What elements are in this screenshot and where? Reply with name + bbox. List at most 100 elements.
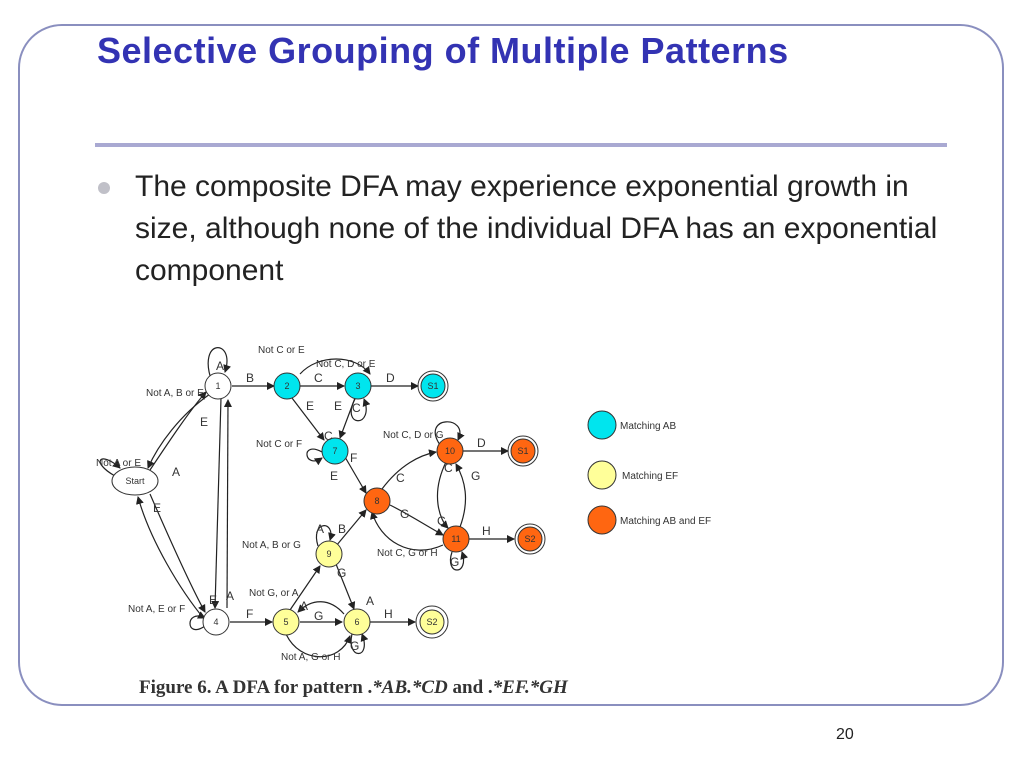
slide-frame <box>18 24 1004 706</box>
sym-a-start: A <box>172 465 180 479</box>
sym-d-10-s1: D <box>477 436 486 450</box>
state-10 <box>436 437 464 465</box>
edge-start-self <box>99 458 121 477</box>
sym-g-9-6: G <box>337 566 346 580</box>
sym-h-11-s2: H <box>482 524 491 538</box>
sym-a-9: A <box>316 522 324 536</box>
state-s2a-outer <box>514 523 546 555</box>
state-5 <box>272 608 300 636</box>
sym-g-6-self: G <box>350 639 359 653</box>
state-label-10: 10 <box>445 446 455 456</box>
state-label-4: 4 <box>213 617 218 627</box>
slide-title: Selective Grouping of Multiple Patterns <box>97 30 789 71</box>
legend-swatch-ab <box>587 410 617 440</box>
state-2 <box>273 372 301 400</box>
state-label-s2a: S2 <box>524 534 535 544</box>
edge-8-10 <box>381 449 437 490</box>
state-label-9: 9 <box>326 549 331 559</box>
state-s1a <box>420 373 446 399</box>
sym-a-5-9: A <box>300 599 308 613</box>
sym-e-start: E <box>153 501 161 515</box>
label-not-a-b-or-e: Not A, B or E <box>146 388 204 399</box>
edge-1-self <box>207 347 231 383</box>
state-label-11: 11 <box>451 534 460 544</box>
legend-label-ab: Matching AB <box>620 421 676 432</box>
edge-3-7 <box>338 397 356 439</box>
sym-e-1-4: E <box>200 415 208 429</box>
state-label-1: 1 <box>215 381 220 391</box>
caption-pattern-1: *AB.*CD <box>372 677 448 698</box>
sym-c-7: C <box>324 429 333 443</box>
caption-prefix: Figure 6. A DFA for pattern . <box>139 677 372 698</box>
label-not-c-or-f: Not C or F <box>256 439 302 450</box>
state-3 <box>344 372 372 400</box>
state-s2b-outer <box>415 605 449 639</box>
label-not-a-e-or-f: Not A, E or F <box>128 604 185 615</box>
legend: Matching AB Matching EF Matching AB and … <box>587 410 711 535</box>
edge-11-10 <box>455 463 467 528</box>
dfa-edges <box>99 347 515 658</box>
sym-a-4: A <box>226 589 234 603</box>
label-not-c-g-or-h: Not C, G or H <box>377 548 438 559</box>
dfa-states <box>111 370 546 639</box>
sym-c-11: C <box>437 514 446 528</box>
bullet-icon <box>98 182 110 194</box>
page-number: 20 <box>836 726 854 743</box>
sym-d-3-s1: D <box>386 371 395 385</box>
figure-caption: Figure 6. A DFA for pattern .*AB.*CD and… <box>139 677 569 698</box>
state-8 <box>363 487 391 515</box>
state-label-s1a: S1 <box>427 381 438 391</box>
edge-2-7 <box>291 397 325 441</box>
sym-h-6-s2: H <box>384 607 393 621</box>
state-label-2: 2 <box>284 381 289 391</box>
sym-a-6: A <box>366 594 374 608</box>
sym-c-3-self: C <box>352 401 361 415</box>
sym-c-8-10: C <box>396 471 405 485</box>
edge-8-11 <box>389 504 444 536</box>
state-start <box>111 466 159 496</box>
edge-1-4 <box>211 397 222 609</box>
edge-start-1 <box>149 391 207 471</box>
legend-swatch-abef <box>587 505 617 535</box>
edge-4-1 <box>223 399 232 609</box>
edge-9-self <box>315 525 336 547</box>
label-not-c-or-e: Not C or E <box>258 345 305 356</box>
edge-9-6 <box>335 563 356 610</box>
sym-g-11-self: G <box>450 555 459 569</box>
label-not-a-b-or-g: Not A, B or G <box>242 540 301 551</box>
edge-11-8 <box>370 511 444 551</box>
state-s1a-outer <box>417 370 449 402</box>
state-s1b <box>510 438 536 464</box>
legend-label-ef: Matching EF <box>622 471 678 482</box>
edge-7-self <box>306 448 323 466</box>
sym-e-4: E <box>209 593 217 607</box>
edge-start-4 <box>149 493 206 613</box>
label-not-a-or-e: Not A or E <box>96 458 141 469</box>
caption-mid: and . <box>448 677 493 698</box>
state-label-8: 8 <box>374 496 379 506</box>
sym-c-2-3: C <box>314 371 323 385</box>
edge-6-5 <box>297 601 345 615</box>
label-not-c-d-or-g: Not C, D or G <box>383 430 444 441</box>
label-not-a-g-or-h: Not A, G or H <box>281 652 340 663</box>
bullet-text: The composite DFA may experience exponen… <box>135 170 938 287</box>
sym-f-4-5: F <box>246 607 253 621</box>
state-6 <box>343 608 371 636</box>
sym-g-10-11: G <box>471 469 480 483</box>
sym-b-9-8: B <box>338 522 346 536</box>
state-label-5: 5 <box>283 617 288 627</box>
state-label-s2b: S2 <box>426 617 437 627</box>
edge-11-self <box>449 551 469 571</box>
edge-10-self <box>434 421 465 446</box>
sym-a-1: A <box>216 359 224 373</box>
edge-9-8 <box>335 509 367 547</box>
symbol-labels: A B C D E E C E C F E A E D C C G G C H … <box>153 359 491 653</box>
sym-e-7: E <box>330 469 338 483</box>
state-4 <box>202 608 230 636</box>
label-not-c-d-or-e: Not C, D or E <box>316 359 376 370</box>
state-label-start: Start <box>125 476 145 486</box>
state-labels: Start 1 4 2 3 7 S1 8 10 11 S1 S2 9 5 6 S… <box>125 381 535 627</box>
edge-10-11 <box>437 461 449 529</box>
legend-label-abef: Matching AB and EF <box>620 516 711 527</box>
